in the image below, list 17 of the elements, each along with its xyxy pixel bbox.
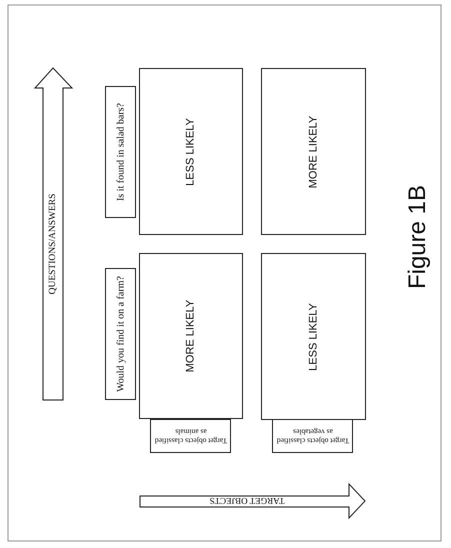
question-text: Is it found in salad bars?: [114, 102, 126, 204]
likelihood-text: MORE LIKELY: [307, 114, 320, 190]
likelihood-text: LESS LIKELY: [184, 116, 198, 188]
axis-label: QUESTIONS/ANSWERS: [48, 194, 58, 294]
likelihood-text: LESS LIKELY: [307, 302, 320, 372]
answer-cell: [139, 253, 243, 419]
question-box: [105, 268, 136, 400]
question-box: [105, 86, 136, 218]
likelihood-text: MORE LIKELY: [184, 298, 198, 374]
category-box: [150, 419, 231, 453]
answer-cell: [139, 68, 243, 235]
axis-label: TARGET OBJECTS: [210, 496, 284, 506]
answer-cell: [261, 68, 366, 235]
figure-caption: Figure 1B: [404, 184, 432, 290]
category-box: [272, 419, 353, 453]
question-text: Would you find it on a farm?: [114, 275, 126, 394]
answer-cell: [261, 253, 366, 420]
